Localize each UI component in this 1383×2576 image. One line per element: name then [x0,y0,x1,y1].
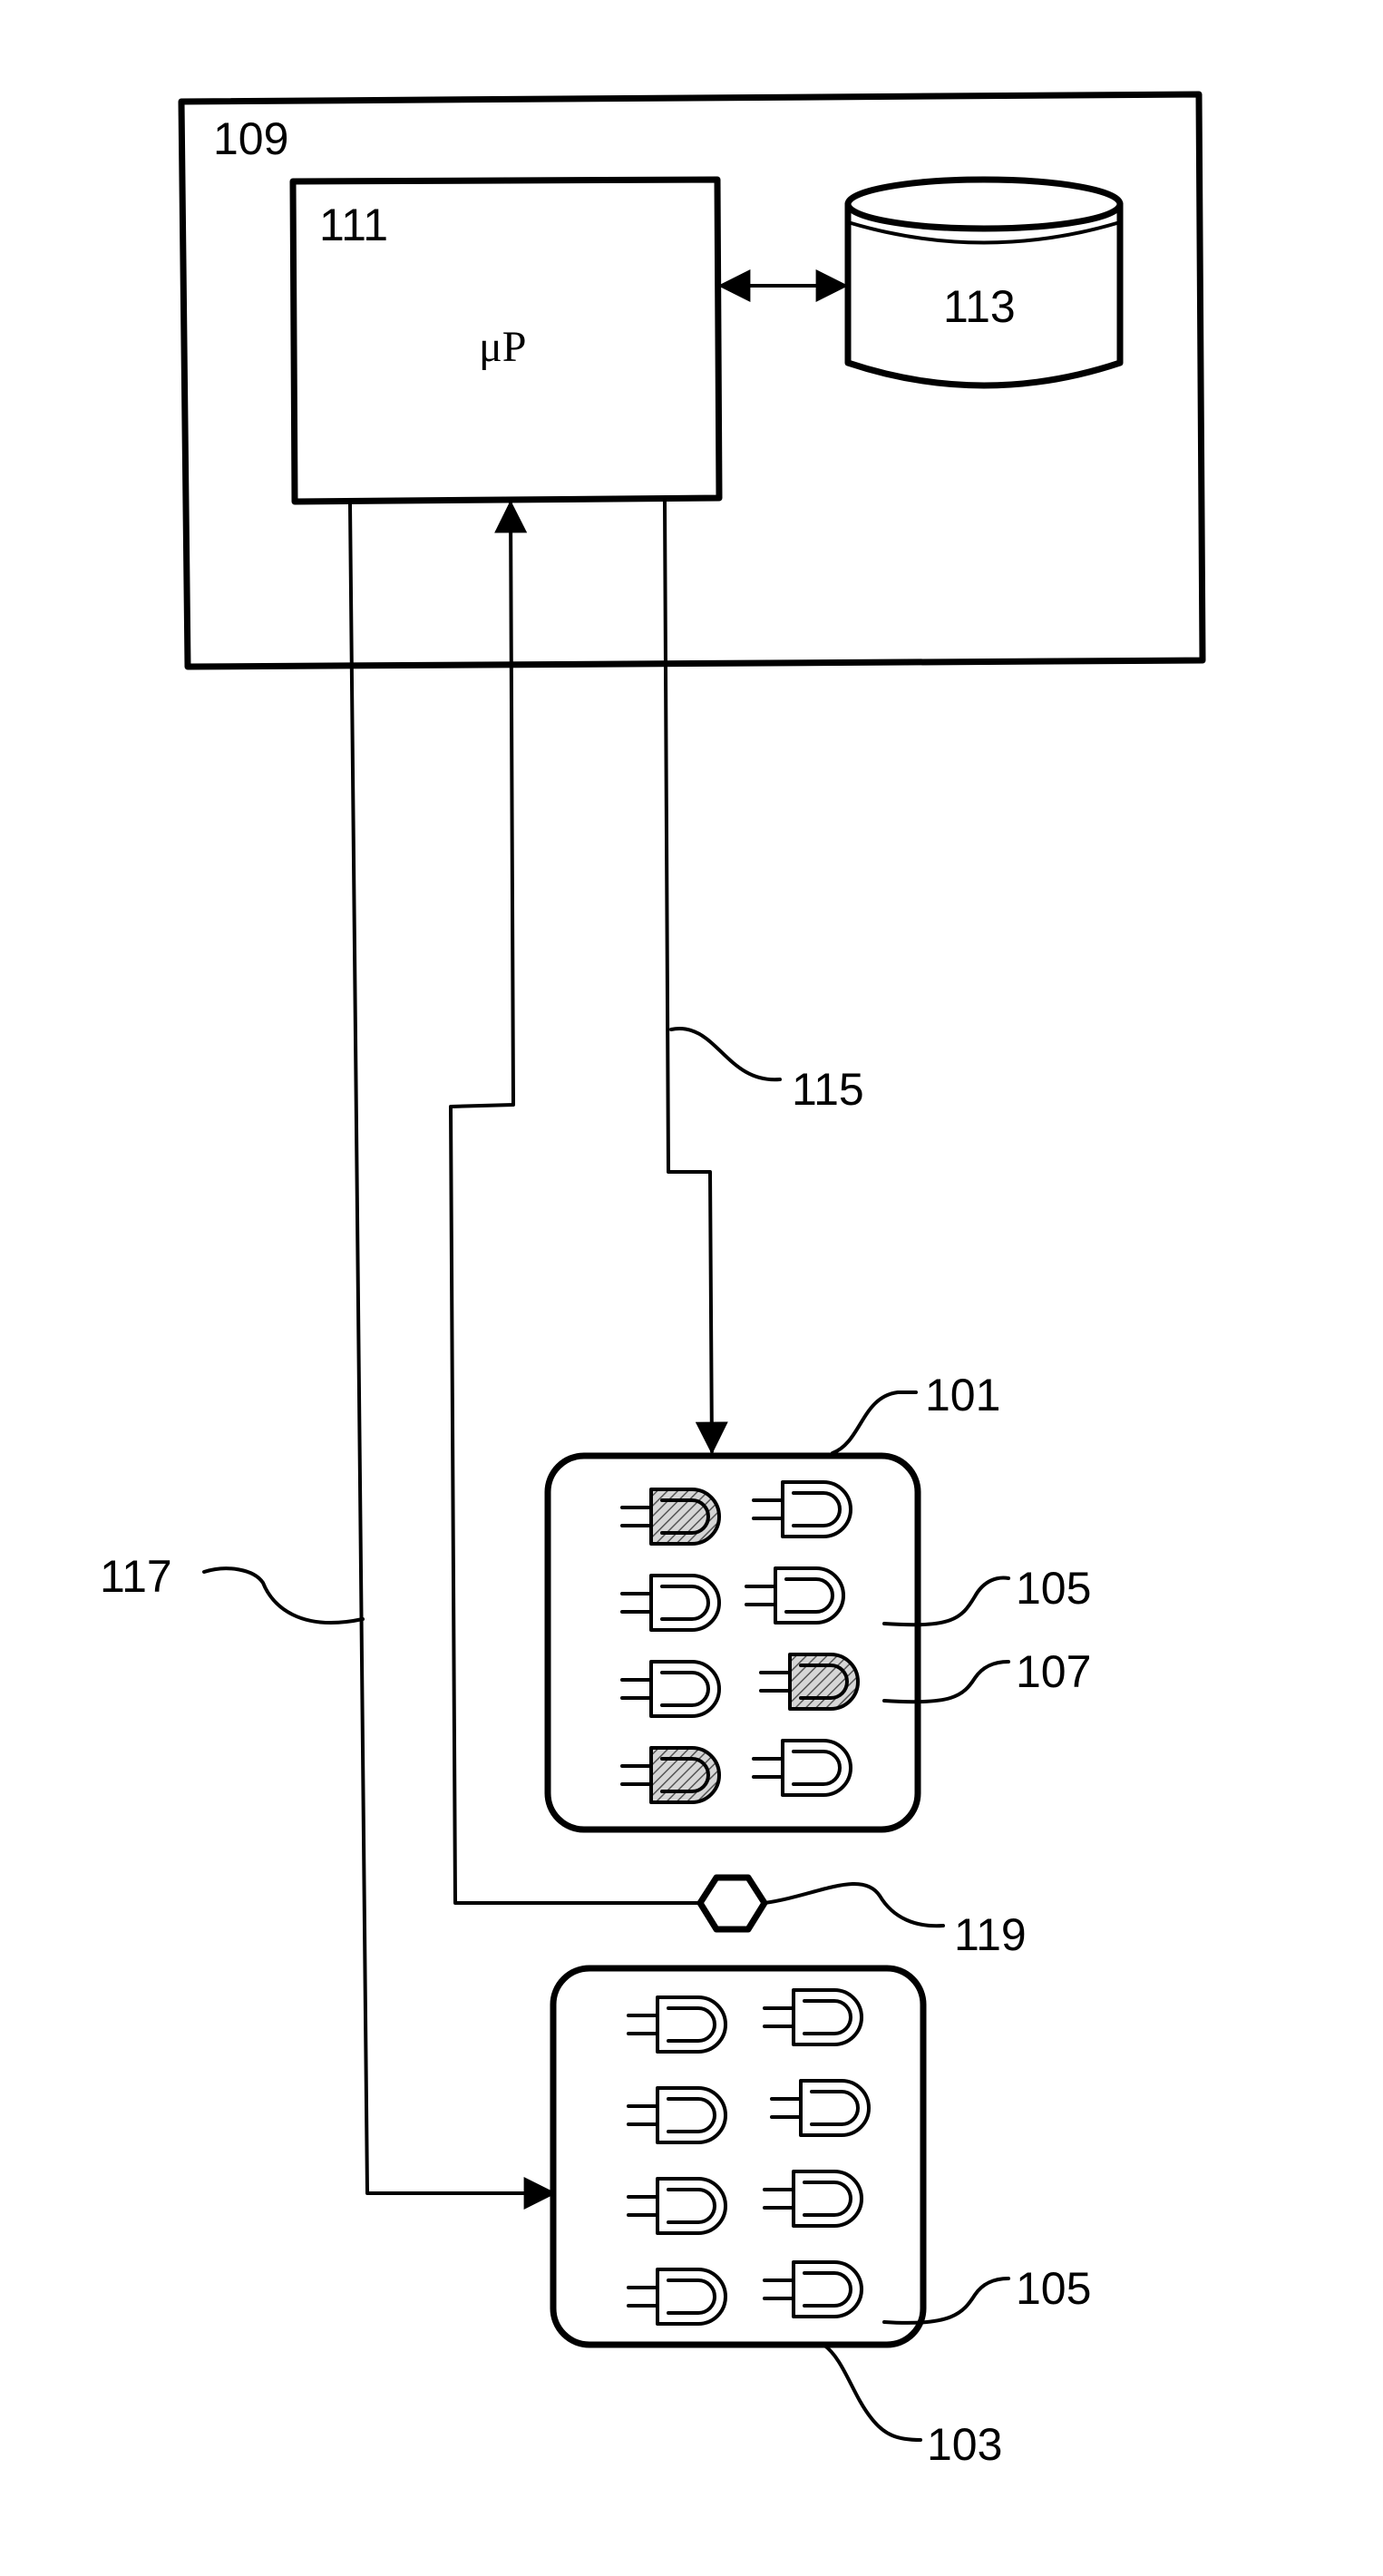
sensor-label: 119 [954,1909,1027,1960]
led-101-r2c1 [622,1576,719,1630]
led-105-lower-leader [884,2278,1008,2323]
panel-103-leader [823,2345,920,2440]
processor-label: 111 [319,200,388,250]
sensor-hexagon [700,1878,765,1929]
processor-symbol: μP [479,323,526,371]
led-107-label: 107 [1016,1646,1091,1697]
storage-label: 113 [943,281,1016,332]
line-115 [665,502,712,1451]
led-103-r4c1 [628,2269,726,2324]
panel-101-led-grid [622,1482,858,1802]
led-101-r1c1 [622,1489,719,1544]
led-103-r1c1 [628,1997,726,2052]
panel-101-leader [833,1392,916,1453]
line-117-leader [204,1568,363,1623]
sensor-leader [765,1884,943,1926]
panel-101-label: 101 [925,1370,1000,1420]
led-107-leader [884,1662,1008,1702]
line-117-label: 117 [100,1551,172,1602]
led-103-r4c2 [765,2262,862,2317]
led-103-r2c2 [772,2081,869,2135]
led-101-r4c1 [622,1748,719,1802]
led-103-r2c1 [628,2088,726,2142]
led-101-r4c2 [754,1741,851,1795]
panel-103 [553,1968,923,2345]
led-103-r1c2 [765,1990,862,2044]
panel-103-led-grid [628,1990,869,2324]
system-label: 109 [213,113,288,164]
led-105-lower-label: 105 [1016,2263,1091,2314]
led-103-r3c2 [765,2171,862,2226]
led-101-r2c2 [746,1568,843,1623]
led-101-r3c1 [622,1662,719,1716]
led-103-r3c1 [628,2179,726,2233]
led-105-upper-label: 105 [1016,1563,1091,1614]
panel-101 [548,1456,918,1830]
led-105-upper-leader [884,1578,1008,1625]
led-101-r1c2 [754,1482,851,1537]
line-115-label: 115 [792,1064,864,1115]
led-101-r3c2 [761,1654,858,1709]
line-115-leader [671,1029,780,1079]
panel-103-label: 103 [927,2419,1002,2470]
